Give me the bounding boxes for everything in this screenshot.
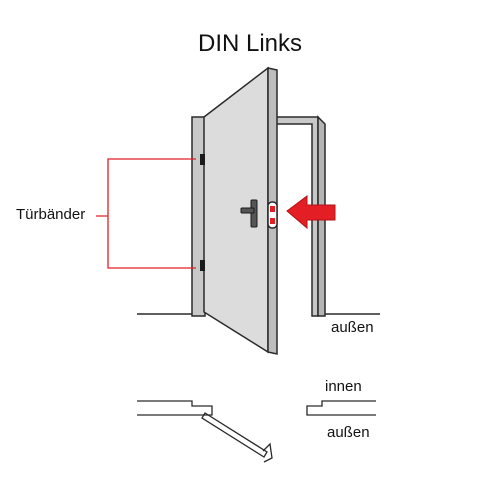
lower-hinge <box>200 260 205 271</box>
hinge-callout-bracket <box>96 158 196 269</box>
lock-highlight <box>267 201 278 229</box>
red-arrow <box>286 195 336 230</box>
diagram-title: DIN Links <box>197 30 303 57</box>
plan-view <box>137 400 376 463</box>
hinges-label: Türbänder <box>16 206 86 223</box>
door-handle <box>240 199 258 228</box>
outside-label-lower: außen <box>327 424 370 441</box>
upper-hinge <box>200 154 205 165</box>
inside-label: innen <box>325 378 362 395</box>
left-door-frame <box>191 116 206 317</box>
outside-label-upper: außen <box>331 319 374 336</box>
